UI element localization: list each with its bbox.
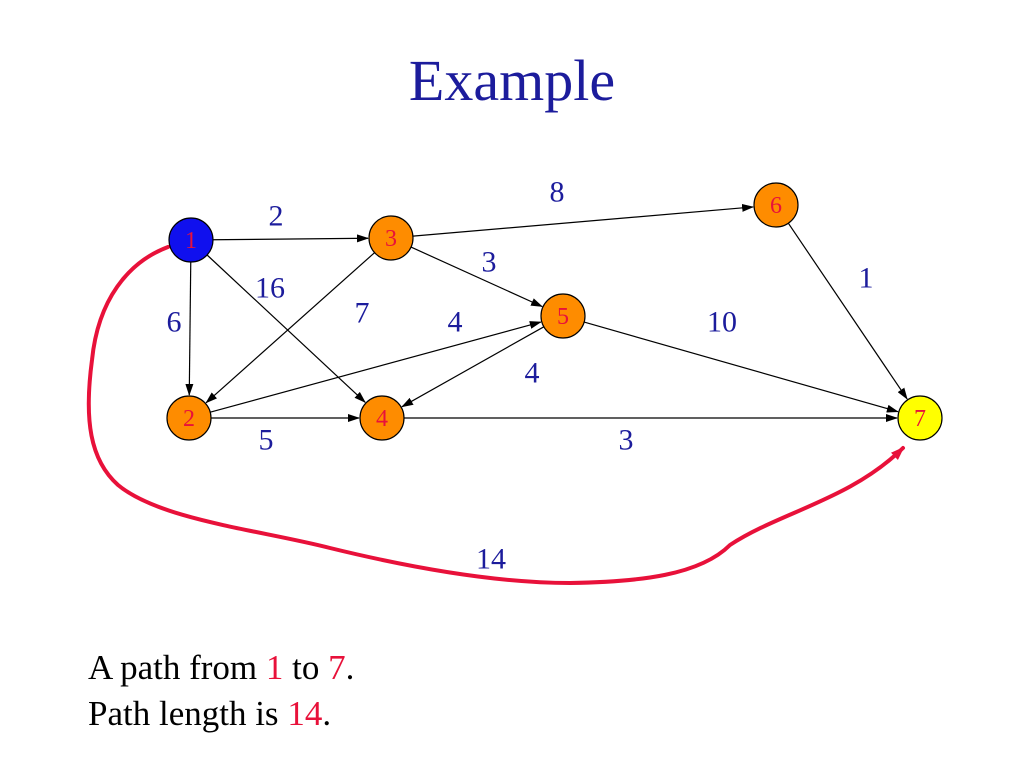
- node-5-label: 5: [557, 304, 569, 330]
- edge-5-4: [401, 326, 545, 408]
- edge-5-7: [583, 321, 899, 413]
- slide-title: Example: [408, 48, 616, 113]
- caption-middle: to: [283, 648, 329, 687]
- node-7-label: 7: [914, 406, 926, 432]
- edge-weight-1-4: 16: [255, 272, 285, 305]
- edge-2-5: [210, 321, 542, 413]
- node-4-label: 4: [376, 406, 388, 432]
- edge-3-6: [412, 203, 755, 237]
- caption-length-prefix: Path length is: [88, 694, 288, 733]
- node-3-circle: [368, 215, 414, 261]
- edge-1-3: [212, 234, 370, 243]
- edge-weight-1-3: 2: [269, 200, 284, 233]
- edge-weight-3-2: 7: [355, 297, 370, 330]
- caption-suffix: .: [345, 648, 355, 687]
- node-7-circle: [897, 395, 943, 441]
- node-2-circle: [166, 395, 212, 441]
- edge-weight-4-7: 3: [619, 424, 634, 457]
- edge-1-2: [185, 261, 194, 397]
- caption-length-suffix: .: [322, 694, 332, 733]
- highlighted-path-curve: [86, 245, 905, 586]
- caption-to-node: 7: [328, 648, 346, 687]
- node-3-label: 3: [385, 226, 397, 252]
- edge-weight-3-5: 3: [482, 246, 497, 279]
- node-2-label: 2: [183, 406, 195, 432]
- edge-6-7: [787, 222, 908, 400]
- node-4-circle: [359, 395, 405, 441]
- caption-path-length: 14: [287, 694, 323, 733]
- edge-weight-5-4: 4: [525, 357, 540, 390]
- edge-weight-2-5: 4: [448, 306, 463, 339]
- caption-prefix: A path from: [88, 648, 266, 687]
- node-6-circle: [753, 182, 799, 228]
- edge-3-5: [410, 246, 543, 308]
- node-5-circle: [540, 293, 586, 339]
- edge-weight-6-7: 1: [859, 262, 874, 295]
- caption-line-2: Path length is 14.: [88, 691, 354, 737]
- edge-weight-1-2: 6: [167, 306, 182, 339]
- highlighted-path-weight-label: 14: [476, 543, 506, 576]
- edge-1-4: [206, 254, 366, 404]
- caption-line-1: A path from 1 to 7.: [88, 645, 354, 691]
- edge-weight-2-4: 5: [259, 424, 274, 457]
- edge-weight-5-7: 10: [707, 306, 737, 339]
- node-6-label: 6: [770, 193, 782, 219]
- caption-from-node: 1: [265, 648, 284, 687]
- edge-3-2: [205, 252, 375, 404]
- edge-weight-3-6: 8: [550, 176, 565, 209]
- caption: A path from 1 to 7. Path length is 14.: [88, 645, 354, 737]
- node-1-label: 1: [185, 228, 197, 254]
- node-1-circle: [168, 217, 214, 263]
